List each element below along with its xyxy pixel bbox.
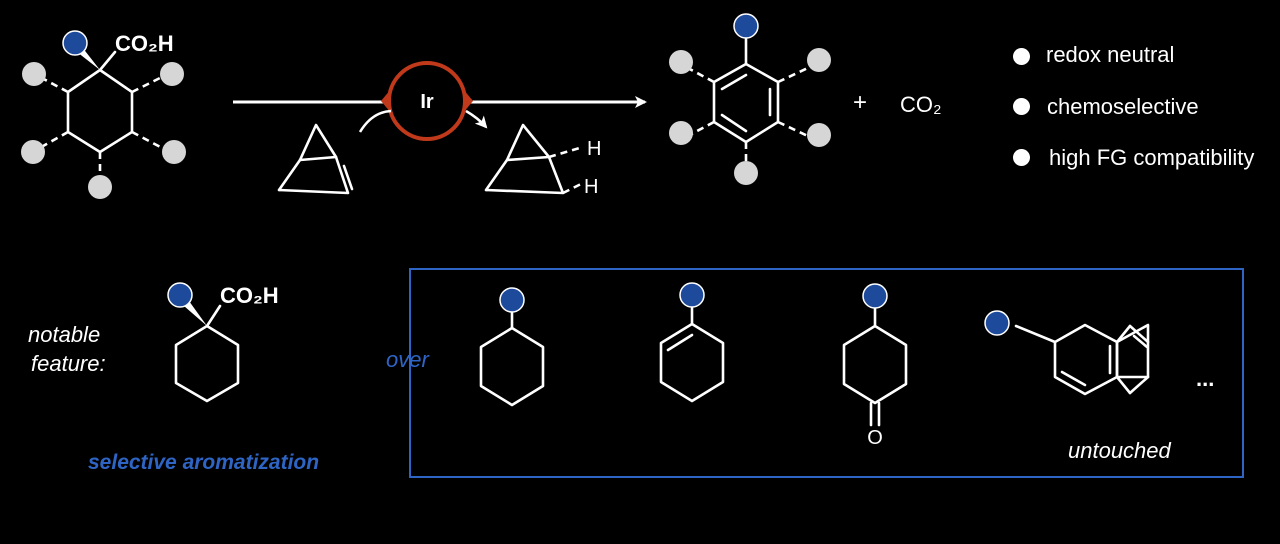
substituent-grey: [21, 140, 45, 164]
feature-redox-neutral: redox neutral: [1046, 42, 1175, 67]
notable-co2h: CO₂H: [220, 283, 279, 308]
cyclohexyl-example: [479, 287, 545, 407]
notable-label-line2: feature:: [31, 351, 106, 376]
cyclohexenyl-example: [659, 282, 725, 403]
norbornene-in-arrow: [358, 109, 392, 133]
substituent-grey: [162, 140, 186, 164]
feature-fg-compatibility: high FG compatibility: [1049, 145, 1255, 170]
bullet-dot: [1013, 48, 1030, 65]
substituent-blue: [499, 287, 525, 313]
notable-label-line1: notable: [28, 322, 101, 347]
untouched-label: untouched: [1068, 438, 1171, 463]
cycle-arrowhead-left: [381, 89, 391, 113]
norbornane-molecule: H H: [484, 123, 601, 198]
substituent-grey: [160, 62, 184, 86]
substituent-grey: [807, 48, 831, 72]
reaction-arrow-group: Ir: [233, 61, 647, 141]
substituent-blue: [984, 310, 1010, 336]
bullet-dot: [1013, 98, 1030, 115]
cycle-arrowhead-right: [463, 89, 473, 113]
substituent-grey: [807, 123, 831, 147]
co2-byproduct: CO₂: [900, 92, 942, 117]
substituent-blue: [167, 282, 193, 308]
cyclohexane-ring: [174, 324, 240, 403]
substituent-blue: [862, 283, 888, 309]
dihydronaphthalene-example: [984, 310, 1150, 396]
notable-substrate: CO₂H: [167, 282, 279, 403]
substituent-blue: [733, 13, 759, 39]
substrate-co2h: CO₂H: [115, 31, 174, 56]
substrate-molecule: CO₂H: [21, 30, 186, 199]
over-label: over: [386, 347, 429, 372]
feature-chemoselective: chemoselective: [1047, 94, 1199, 119]
product-arene: [669, 13, 831, 185]
cyclohexanone-example: O: [842, 283, 908, 449]
norbornane-out-arrow: [465, 109, 488, 129]
substituent-grey: [734, 161, 758, 185]
substituent-blue: [62, 30, 88, 56]
hydrogen-label-lower: H: [584, 176, 598, 198]
bullet-dot: [1013, 149, 1030, 166]
aromatic-ring: [1053, 323, 1119, 396]
substituent-grey: [669, 121, 693, 145]
substituent-blue: [679, 282, 705, 308]
plus-sign: +: [853, 89, 867, 116]
cyclohexane-ring: [66, 68, 134, 154]
substituent-grey: [88, 175, 112, 199]
untouched-box: [409, 268, 1244, 478]
ketone-oxygen: O: [867, 427, 883, 449]
hydrogen-label-upper: H: [587, 138, 601, 160]
norbornene-molecule: [277, 123, 354, 195]
catalyst-ir: Ir: [420, 91, 434, 113]
substituent-grey: [669, 50, 693, 74]
selective-aromatization-caption: selective aromatization: [88, 451, 320, 474]
substituent-grey: [22, 62, 46, 86]
ellipsis: ...: [1196, 366, 1214, 391]
